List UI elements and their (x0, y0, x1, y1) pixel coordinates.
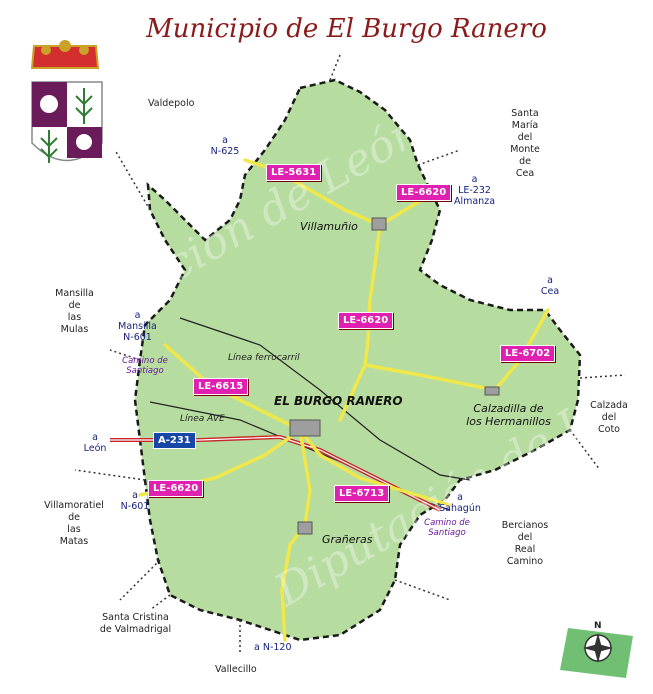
highway-a231: A-231 (153, 432, 196, 449)
rail-label-ave: Línea AVE (180, 414, 225, 424)
compass-rose (560, 628, 633, 678)
map-title: Municipio de El Burgo Ranero (146, 14, 547, 44)
town-graneras: Grañeras (322, 533, 373, 546)
road-le6620-north: LE-6620 (396, 184, 452, 201)
road-le6620-center: LE-6620 (338, 312, 394, 329)
road-le6620-south: LE-6620 (148, 480, 204, 497)
road-le5631: LE-5631 (266, 164, 322, 181)
exit-n120: a N-120 (254, 642, 292, 653)
town-markers (289, 217, 500, 535)
rail-ferrocarril (179, 317, 471, 481)
neighbor-valdepolo: Valdepolo (148, 98, 195, 109)
neighbor-boundaries (74, 54, 626, 655)
compass-north-label: N (594, 621, 602, 631)
rail-label-ferrocarril: Línea ferrocarril (228, 353, 300, 363)
road-le6702: LE-6702 (500, 345, 556, 362)
road-le6615: LE-6615 (193, 378, 249, 395)
municipality-area (133, 78, 582, 642)
road-le6713: LE-6713 (334, 485, 390, 502)
town-el-burgo-ranero: EL BURGO RANERO (274, 394, 403, 408)
neighbor-vallecillo: Vallecillo (215, 664, 257, 675)
coat-of-arms (30, 40, 103, 163)
town-villamunio: Villamuñio (300, 220, 358, 233)
